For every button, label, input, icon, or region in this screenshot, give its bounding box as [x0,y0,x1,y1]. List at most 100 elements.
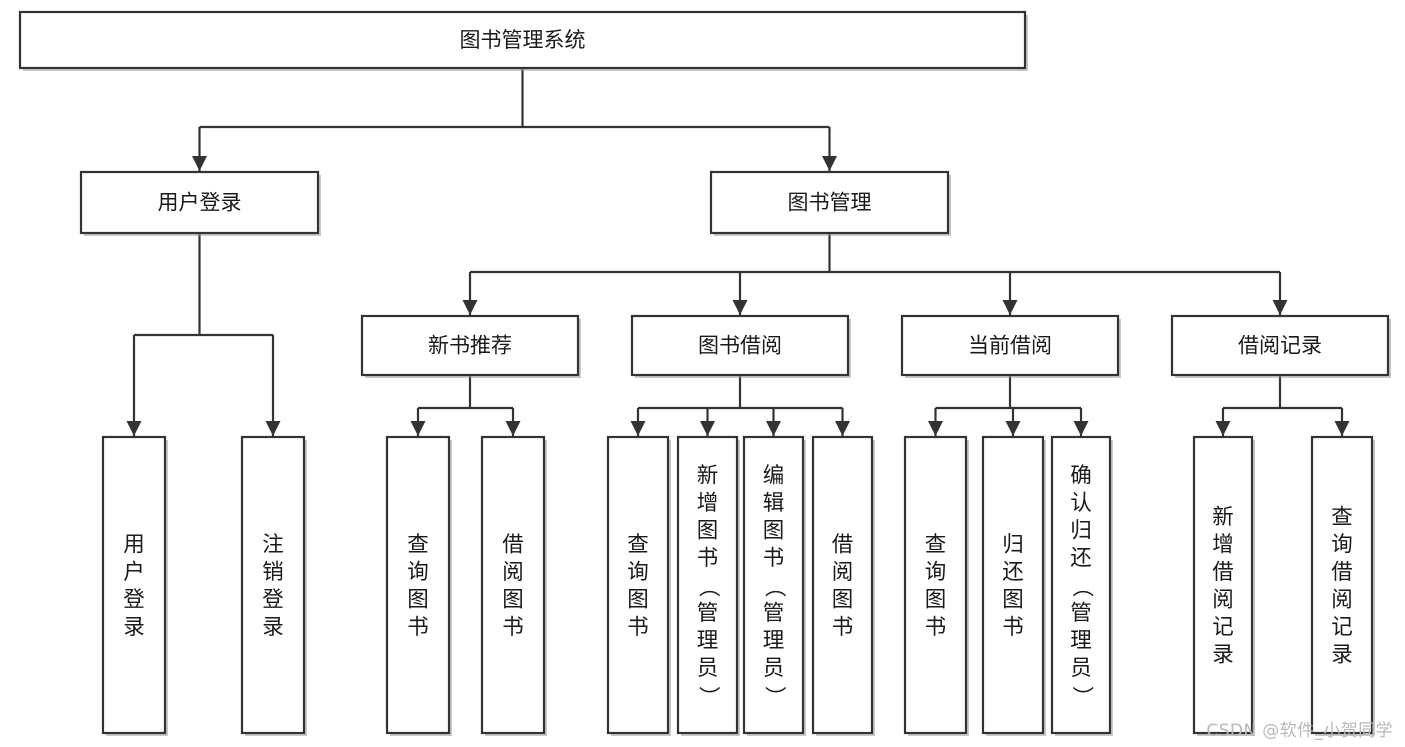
node-label-char: 借 [502,532,524,557]
node-label-char: （ [1069,576,1094,598]
arrow-head-icon [192,156,207,171]
node-current-borrow[interactable]: 当前借阅 [900,314,1121,378]
node-label-char: 询 [407,560,429,585]
node-label-char: 书 [502,615,524,640]
node-label-char: 理 [763,629,785,654]
node-label-char: 确 [1070,464,1092,489]
arrow-head-icon [630,421,646,436]
node-label-char: 书 [407,615,429,640]
arrow-head-icon [265,421,281,436]
node-label-char: 增 [1212,532,1234,557]
node-label-char: 登 [262,587,284,612]
node-user-login[interactable]: 用户登录 [79,170,321,236]
node-label-char: 员 [763,656,785,681]
node-label-char: 图 [697,519,719,544]
arrow-head-icon [1002,300,1018,315]
node-label-char: 借 [1331,560,1353,585]
node-label-char: ） [762,686,787,708]
node-label-char: 询 [1331,532,1353,557]
arrow-head-icon [410,421,426,436]
arrow-head-icon [732,300,748,315]
node-label: 用户登录 [158,191,242,215]
node-label-char: 录 [1212,642,1234,667]
node-label-char: 录 [123,615,145,640]
node-label-char: 图 [502,587,524,612]
node-label-char: 书 [763,546,785,571]
node-label-char: 询 [627,560,649,585]
node-label-char: 员 [697,656,719,681]
node-label-char: 图 [832,587,854,612]
arrow-head-icon [126,421,142,436]
node-label-char: 阅 [1212,587,1234,612]
edge-group-current-borrow [928,375,1089,436]
arrow-head-icon [1272,300,1288,315]
node-label-char: 借 [832,532,854,557]
node-label: 图书管理 [788,191,872,215]
node-label-char: 新 [697,464,719,489]
arrow-head-icon [1005,421,1021,436]
node-label-char: 录 [262,615,284,640]
arrow-head-icon [462,300,478,315]
node-label-char: 图 [1002,587,1024,612]
node-label-char: 录 [1331,642,1353,667]
node-label-char: （ [696,576,721,598]
arrow-head-icon [700,421,715,436]
node-book-manage[interactable]: 图书管理 [709,170,951,236]
node-label-char: 查 [1331,505,1353,530]
node-label-char: 注 [262,532,284,557]
arrow-head-icon [1215,421,1231,436]
node-label-char: （ [762,576,787,598]
node-root[interactable]: 图书管理系统 [18,10,1028,71]
node-label-char: 增 [697,491,719,516]
edge-group-user-login [126,233,281,436]
node-label: 新书推荐 [428,334,512,358]
arrow-head-icon [928,421,943,436]
arrow-head-icon [766,421,781,436]
node-label-char: 归 [1070,519,1092,544]
arrow-head-icon [1334,421,1350,436]
node-label-char: 书 [697,546,719,571]
node-label-char: 阅 [832,560,854,585]
node-label-char: 登 [123,587,145,612]
node-label-char: 借 [1212,560,1234,585]
node-label: 图书管理系统 [460,28,586,52]
node-label-char: ） [1069,686,1094,708]
node-label-char: 书 [925,615,947,640]
node-new-book-rec[interactable]: 新书推荐 [360,314,581,378]
node-label-char: 辑 [763,491,785,516]
node-label-char: 管 [1070,601,1092,626]
edge-group-borrow-record [1215,375,1350,436]
node-label-char: 书 [627,615,649,640]
node-label-char: 查 [925,532,947,557]
node-label-char: 编 [763,464,785,489]
node-label-char: 查 [407,532,429,557]
arrow-head-icon [835,421,850,436]
node-label-char: 用 [123,532,145,557]
node-label: 借阅记录 [1238,334,1322,358]
node-label: 图书借阅 [698,334,782,358]
node-label-char: 书 [1002,615,1024,640]
node-book-borrow[interactable]: 图书借阅 [630,314,851,378]
node-leaf-user-login[interactable]: 用户登录 [101,435,168,736]
edge-group-root [192,68,837,171]
node-label: 当前借阅 [968,334,1052,358]
node-label-char: 询 [925,560,947,585]
node-layer: 图书管理系统用户登录图书管理新书推荐图书借阅当前借阅借阅记录用户登录注销登录查询… [18,10,1391,736]
node-borrow-record[interactable]: 借阅记录 [1170,314,1391,378]
node-label-char: 认 [1070,491,1092,516]
node-label-char: ） [696,686,721,708]
